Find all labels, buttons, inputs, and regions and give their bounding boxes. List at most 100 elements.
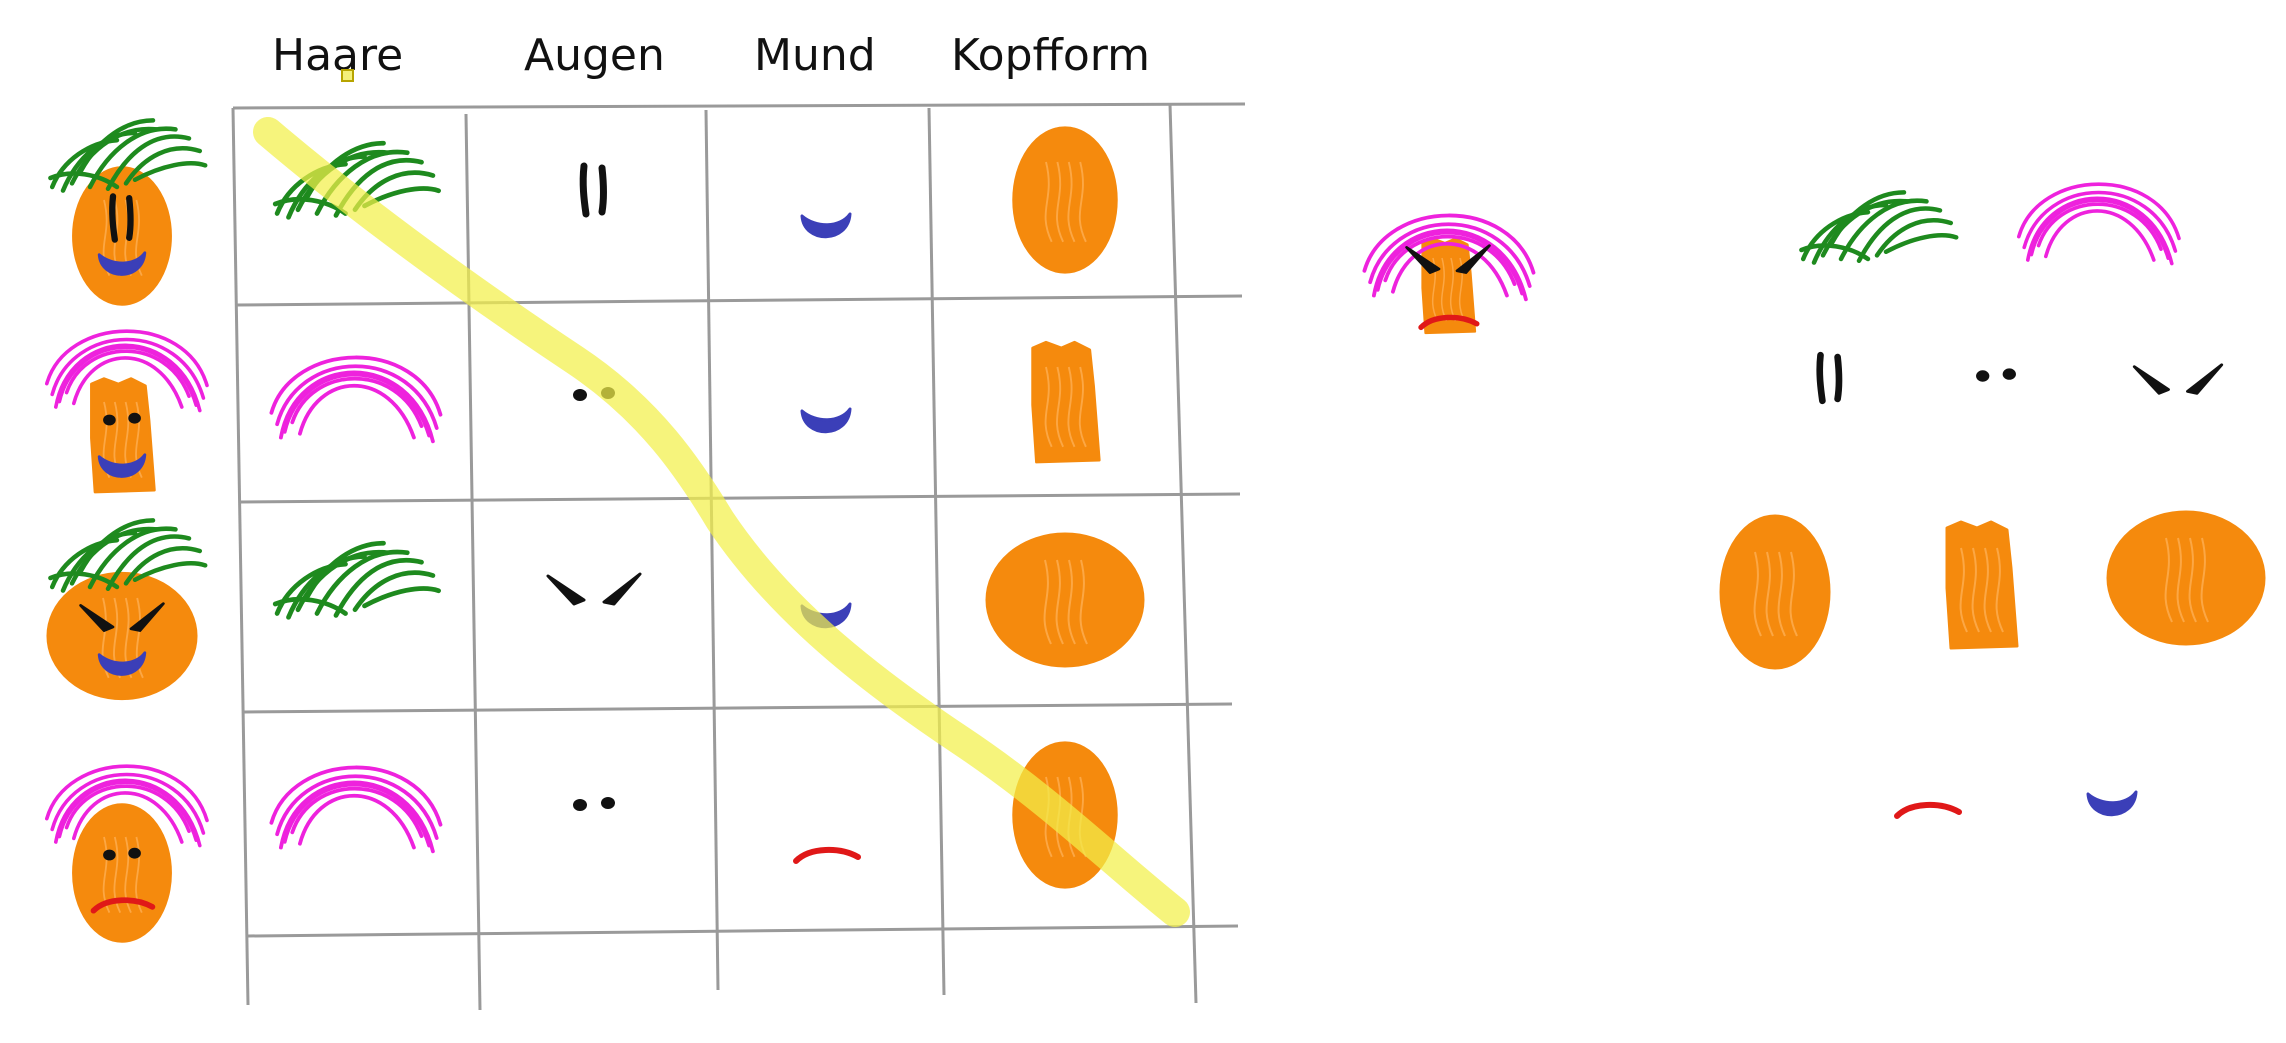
red-frown-mouth [1418, 314, 1480, 331]
face-mouth [97, 453, 147, 478]
face-eyes [109, 193, 134, 243]
feature-options-panel [1719, 182, 2266, 819]
face-hair [48, 518, 208, 593]
green-hair-stroke [48, 571, 120, 590]
diagonal-highlighter-stroke [253, 117, 1190, 927]
scribble-line [1971, 547, 1980, 633]
scribble-line [1044, 366, 1053, 448]
oval-head-shape [1012, 126, 1118, 274]
eye-dot [2002, 368, 2016, 380]
option-hair-magenta [2016, 182, 2181, 266]
face-2 [44, 329, 209, 494]
magenta-hair-stroke [64, 784, 191, 834]
result-hair [1362, 213, 1536, 302]
rectangle-head-shape [1031, 340, 1101, 464]
scribble-line [1044, 161, 1053, 243]
option-eyes-vertical-lines [1816, 351, 1843, 405]
grid-line [239, 492, 1241, 504]
face-hair [44, 329, 209, 413]
option-hair-green [1799, 190, 1959, 265]
cell-eyes-vertical-lines [579, 162, 607, 218]
cell-eyes-angry-slants [546, 572, 642, 606]
grid-cells [269, 126, 1145, 889]
grid-line [231, 107, 250, 1006]
oval-head-shape [1719, 514, 1831, 670]
scribble-line [2164, 537, 2173, 623]
scribble-line [2176, 537, 2185, 623]
scribble-line [2188, 537, 2197, 623]
magenta-hair-stroke [297, 384, 416, 440]
scribble-line [1753, 551, 1762, 637]
green-hair-stroke [1874, 218, 1954, 258]
grid-line [232, 102, 1246, 110]
grid-line [247, 924, 1239, 938]
magenta-hair-stroke [290, 376, 424, 429]
scribble-line [1959, 547, 1968, 633]
scribble-line [1440, 257, 1448, 322]
eye-stroke [1816, 351, 1826, 405]
cell-eyes-dots [573, 797, 615, 811]
green-hair-stroke [105, 134, 192, 192]
result-face [1362, 213, 1536, 335]
green-hair-stroke [132, 161, 208, 183]
eye-dot [1976, 370, 1990, 382]
magenta-hair-stroke [282, 782, 432, 848]
left-faces-column [44, 118, 209, 943]
magenta-hair-stroke [50, 772, 206, 835]
scribble-line [113, 836, 122, 913]
magenta-hair-stroke [44, 329, 209, 388]
face-4 [44, 764, 209, 943]
magenta-hair-stroke [278, 780, 435, 854]
grid-line [235, 294, 1243, 307]
magenta-hair-stroke [50, 337, 206, 400]
magenta-hair-stroke [2029, 198, 2171, 261]
blue-smile-mouth [97, 651, 147, 676]
magenta-hair-stroke [1368, 222, 1532, 288]
grid-line [1168, 103, 1198, 1004]
magenta-hair-stroke [1371, 228, 1528, 302]
grid-line [243, 702, 1233, 714]
magenta-hair-stroke [2016, 182, 2181, 241]
option-eyes-angry-slants [2132, 363, 2224, 395]
result-face-group [1362, 213, 1536, 335]
green-hair-stroke [1856, 206, 1943, 264]
face-3 [46, 518, 208, 701]
face-1 [48, 118, 208, 306]
scribble-line [1055, 559, 1064, 645]
green-hair-stroke [305, 540, 386, 599]
face-head [72, 803, 172, 943]
cell-hair-green [272, 540, 441, 620]
eye-dot [573, 389, 587, 401]
eye-dot [128, 847, 141, 859]
blue-smile-mouth [2086, 790, 2138, 817]
green-hair-stroke [333, 558, 424, 618]
magenta-hair-stroke [275, 774, 439, 840]
round-head-shape [46, 571, 198, 701]
magenta-hair-stroke [57, 345, 199, 408]
eye-dot [601, 797, 615, 809]
magenta-hair-stroke [275, 364, 439, 430]
option-head-rectangle [1945, 520, 2019, 650]
scribble-line [1067, 559, 1076, 645]
scribble-line [1983, 547, 1992, 633]
header-eyes: Augen [524, 30, 665, 81]
eye-slant [602, 572, 642, 606]
face-mouth [97, 651, 147, 676]
scribble-line [1789, 551, 1798, 637]
eye-slant [1455, 244, 1491, 274]
grid-line [704, 109, 720, 991]
scribble-line [1079, 559, 1088, 645]
scribble-line [1078, 161, 1087, 243]
cursor-marker [341, 69, 354, 82]
green-hair-stroke [1799, 243, 1871, 262]
cell-mouth-red-frown [793, 846, 861, 864]
header-mouth: Mund [754, 30, 876, 81]
eye-slant [2186, 363, 2224, 395]
green-hair-stroke [48, 171, 120, 190]
result-eyes [1405, 244, 1491, 274]
green-hair-stroke [1829, 190, 1907, 246]
blue-smile-mouth [97, 453, 147, 478]
cell-head-round [985, 532, 1145, 668]
magenta-hair-stroke [71, 791, 184, 844]
blue-smile-mouth [800, 407, 852, 434]
